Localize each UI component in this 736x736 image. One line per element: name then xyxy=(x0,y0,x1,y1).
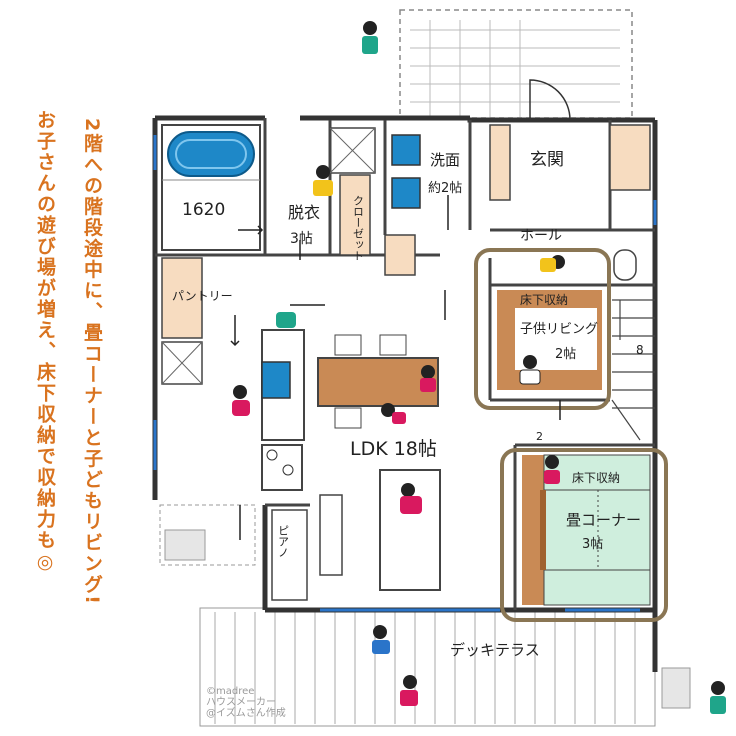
piano: ピアノ xyxy=(271,509,308,601)
sink-icon-2 xyxy=(391,177,421,209)
kitchen-dining xyxy=(261,329,439,491)
stair-number-label-2: 2 xyxy=(536,430,543,443)
dining-table xyxy=(317,357,439,407)
credit-line-2: ハウスメーカー xyxy=(206,697,276,708)
windows xyxy=(153,135,657,612)
person-icon xyxy=(420,365,436,392)
tatami-storage-label: 床下収納 xyxy=(572,471,620,485)
stair-number-label: 8 xyxy=(636,343,644,357)
person-icon xyxy=(544,455,560,484)
credit-line-3: @イズムさん作成 xyxy=(206,708,286,719)
person-icon xyxy=(710,681,726,714)
people-figures xyxy=(232,21,726,714)
hall-label: ホール xyxy=(520,228,562,244)
entrance-hall: 玄関 ホール xyxy=(489,124,651,281)
person-icon xyxy=(381,403,406,424)
person-icon xyxy=(519,355,541,385)
person-icon xyxy=(313,165,333,196)
tatami-corner: 床下収納 畳コーナー 3帖 xyxy=(500,448,668,622)
person-icon xyxy=(400,675,418,706)
side-step xyxy=(159,504,256,566)
entrance-porch xyxy=(399,9,633,121)
bathroom: 1620 xyxy=(161,124,261,251)
stairs: 8 2 xyxy=(536,299,655,443)
kids-living-label: 子供リビング xyxy=(520,322,598,337)
person-icon xyxy=(232,385,250,416)
ldk-label: LDK 18帖 xyxy=(350,438,437,460)
sink-icon xyxy=(391,134,421,166)
credit-text: ©madree ハウスメーカー @イズムさん作成 xyxy=(206,686,286,719)
tatami-size-label: 3帖 xyxy=(582,537,603,552)
washroom-size-label: 約2帖 xyxy=(428,181,462,196)
toilet-icon xyxy=(613,249,637,281)
caption-line-1: 2階への階段途中に、畳コーナーと子どもリビング! xyxy=(81,118,103,606)
circulation-arrows xyxy=(230,195,561,540)
bath-size-label: 1620 xyxy=(182,200,225,220)
person-icon xyxy=(400,483,422,514)
pantry: パントリー xyxy=(161,257,233,385)
washroom-label: 洗面 xyxy=(430,151,460,169)
kitchen-sink-icon xyxy=(261,361,291,399)
pantry-label: パントリー xyxy=(172,289,233,303)
kids-living: 床下収納 子供リビング 2帖 xyxy=(474,248,611,410)
person-icon xyxy=(372,625,390,654)
kids-storage-label: 床下収納 xyxy=(520,293,568,307)
kids-living-size-label: 2帖 xyxy=(555,347,576,362)
person-icon xyxy=(276,312,296,328)
sofa xyxy=(319,469,441,591)
dressing-room: 脱衣 3帖 クローゼット xyxy=(288,127,376,261)
entrance-label: 玄関 xyxy=(530,150,564,170)
deck-terrace-label: デッキテラス xyxy=(450,641,540,659)
washroom: 洗面 約2帖 xyxy=(384,134,462,276)
closet-label: クローゼット xyxy=(352,195,365,261)
credit-line-1: ©madree xyxy=(206,686,255,697)
dressing-size-label: 3帖 xyxy=(290,231,313,247)
caption-line-2: お子さんの遊び場が増え、床下収納で収納力も◎ xyxy=(34,110,56,575)
dressing-label: 脱衣 xyxy=(288,203,320,222)
tatami-label: 畳コーナー xyxy=(566,511,641,529)
person-icon xyxy=(540,255,565,272)
piano-label: ピアノ xyxy=(277,525,290,558)
highlight-frame-kids xyxy=(474,248,611,410)
highlight-frame-tatami xyxy=(500,448,668,622)
person-icon xyxy=(362,21,378,54)
bathtub-icon xyxy=(167,131,255,177)
